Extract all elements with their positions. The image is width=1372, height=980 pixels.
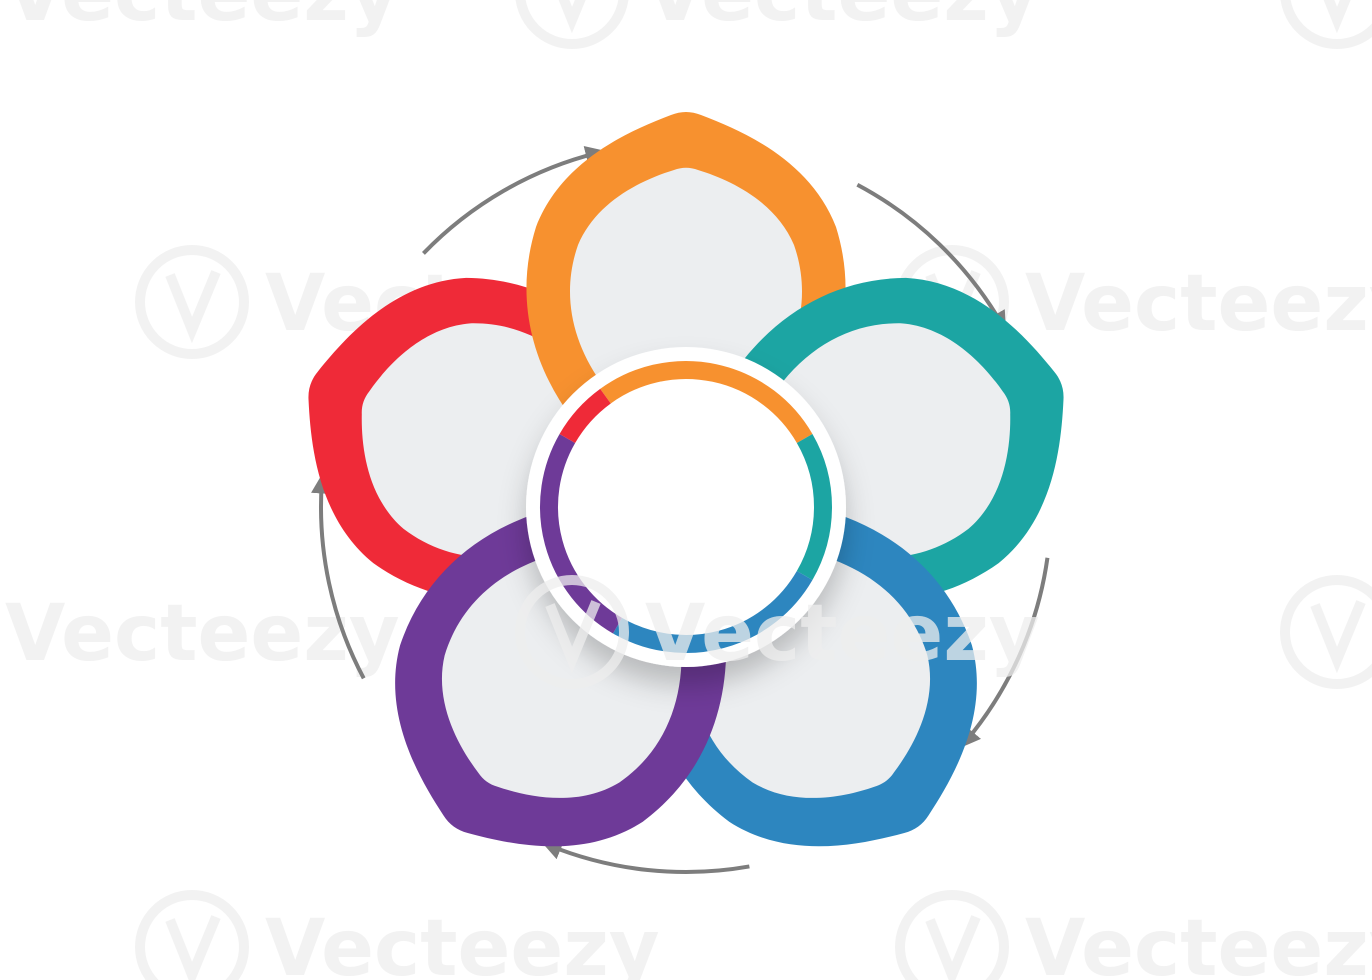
watermark-v-icon (1310, 600, 1366, 674)
watermark-text: Vecteezy (645, 0, 1040, 39)
watermark-v-icon (545, 600, 601, 674)
watermark-mark: Vecteezy (135, 890, 660, 980)
watermark-logo-icon (1280, 0, 1372, 49)
watermark-logo-icon (515, 0, 629, 49)
watermark-logo-icon (1280, 575, 1372, 689)
watermark-logo-icon (515, 575, 629, 689)
watermark-text: Vecteezy (645, 589, 1040, 679)
cycle-arrow-icon (422, 146, 606, 255)
watermark-text: Vecteezy (265, 904, 660, 980)
watermark-v-icon (1323, 0, 1351, 34)
watermark-mark: Vecteezy (1280, 0, 1372, 49)
cycle-arrow-icon (856, 182, 1007, 332)
watermark-logo-icon (135, 890, 249, 980)
watermark-mark: Vecteezy (895, 890, 1372, 980)
cycle-arrows (311, 146, 1050, 874)
hub-segment (796, 434, 832, 580)
watermark-text: Vecteezy (5, 589, 400, 679)
watermark-text: Vecteezy (1025, 904, 1372, 980)
watermark-mark: Vecteezy (515, 0, 1040, 49)
cycle-arrow-icon (311, 473, 366, 680)
watermark-mark: Vecteezy (515, 575, 1040, 689)
hub-segment (600, 361, 813, 444)
petal-1-content (569, 167, 803, 412)
watermark-v-icon (165, 270, 221, 344)
watermark-mark: Vecteezy (5, 0, 400, 39)
watermark-front: Vecteezy (515, 575, 1040, 689)
watermark-logo-icon (135, 245, 249, 359)
watermark-mark: Vecteezy (5, 589, 400, 679)
watermark-mark: Vecteezy (1280, 575, 1372, 689)
hub-segment (613, 570, 813, 653)
watermark-v-icon (558, 0, 586, 34)
hub-segment (559, 388, 611, 444)
hub-center (562, 383, 810, 631)
watermark-text: Vecteezy (1025, 259, 1372, 349)
cycle-arrow-icon (960, 557, 1050, 748)
cycle-arrow-icon (541, 840, 750, 874)
watermark-v-icon (925, 915, 981, 980)
watermark-text: Vecteezy (5, 0, 400, 39)
watermark-v-icon (165, 915, 221, 980)
watermark-logo-icon (895, 890, 1009, 980)
